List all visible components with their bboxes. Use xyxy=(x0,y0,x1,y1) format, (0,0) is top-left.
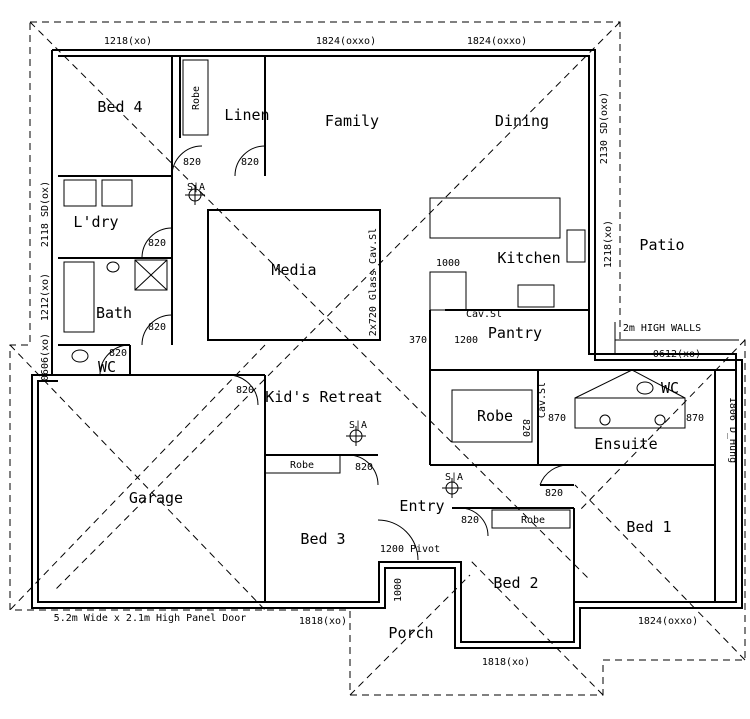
dim-window: 1218(xo) xyxy=(104,36,152,47)
dim-opening: 1200 xyxy=(454,335,478,346)
room-pantry: Pantry xyxy=(488,324,542,342)
smoke-alarm-label: S|A xyxy=(445,472,463,483)
room-kids-retreat: Kid's Retreat xyxy=(265,388,382,406)
smoke-alarm-label: S|A xyxy=(187,182,205,193)
label-d-hung: 1806 D_Hung xyxy=(727,397,738,463)
door-size: 820 xyxy=(520,419,531,437)
label-cav-sl-robe: Cav.Sl xyxy=(537,382,548,418)
dim-opening: 870 xyxy=(548,413,566,424)
dim-window: 1824(oxxo) xyxy=(316,36,376,47)
room-ensuite: Ensuite xyxy=(594,435,657,453)
walls xyxy=(31,49,743,649)
dim-window: 1824(oxxo) xyxy=(638,616,698,627)
label-robe-bed4: Robe xyxy=(191,86,202,110)
dim-door: 2118 SD(ox) xyxy=(40,181,51,247)
label-pivot: 1200 Pivot xyxy=(380,544,440,555)
room-entry: Entry xyxy=(399,497,444,515)
door-size: 820 xyxy=(236,385,254,396)
room-kitchen: Kitchen xyxy=(497,249,560,267)
room-bath: Bath xyxy=(96,304,132,322)
dim-window: 1824(oxxo) xyxy=(467,36,527,47)
room-robe: Robe xyxy=(477,407,513,425)
room-dining: Dining xyxy=(495,112,549,130)
label-cav-sl-pantry: Cav.Sl xyxy=(466,309,502,320)
label-glass-slider: 2x720 Glass Cav.Sl xyxy=(368,228,379,336)
dim-window: 1818(xo) xyxy=(482,657,530,668)
room-linen: Linen xyxy=(224,106,269,124)
room-media: Media xyxy=(271,261,316,279)
room-bed3: Bed 3 xyxy=(300,530,345,548)
dim-window: 1818(xo) xyxy=(299,616,347,627)
room-family: Family xyxy=(325,112,379,130)
label-garage-door: 5.2m Wide x 2.1m High Panel Door xyxy=(54,613,247,624)
door-size: 820 xyxy=(148,238,166,249)
room-bed1: Bed 1 xyxy=(626,518,671,536)
dim-window: 1212(xo) xyxy=(40,273,51,321)
label-robe-bed3: Robe xyxy=(290,460,314,471)
room-porch: Porch xyxy=(388,624,433,642)
smoke-alarm-icon xyxy=(185,185,462,498)
room-wc-main: WC xyxy=(98,358,116,376)
door-size: 820 xyxy=(461,515,479,526)
door-size: 820 xyxy=(355,462,373,473)
door-size: 820 xyxy=(109,348,127,359)
room-patio: Patio xyxy=(639,236,684,254)
door-size: 820 xyxy=(545,488,563,499)
room-laundry: L'dry xyxy=(73,213,118,231)
room-bed4: Bed 4 xyxy=(97,98,142,116)
smoke-alarm-label: S|A xyxy=(349,420,367,431)
door-swings xyxy=(99,145,571,561)
dim-opening: 1000 xyxy=(393,578,404,602)
fixtures xyxy=(63,59,736,529)
dim-opening: 870 xyxy=(686,413,704,424)
roof-outline xyxy=(9,21,746,696)
dim-window: 0606(xo) xyxy=(40,333,51,381)
door-size: 820 xyxy=(148,322,166,333)
room-wc-ensuite: WC xyxy=(661,379,679,397)
label-robe-bed2: Robe xyxy=(521,515,545,526)
door-size: 820 xyxy=(241,157,259,168)
dim-window: 0612(xo) xyxy=(653,349,701,360)
dim-bench: 1000 xyxy=(436,258,460,269)
dim-opening: 370 xyxy=(409,335,427,346)
door-size: 820 xyxy=(183,157,201,168)
label-high-walls: 2m HIGH WALLS xyxy=(623,323,701,334)
dim-door: 2130 SD(oxo) xyxy=(599,92,610,164)
dim-window: 1218(xo) xyxy=(603,220,614,268)
room-bed2: Bed 2 xyxy=(493,574,538,592)
room-garage: Garage xyxy=(129,489,183,507)
